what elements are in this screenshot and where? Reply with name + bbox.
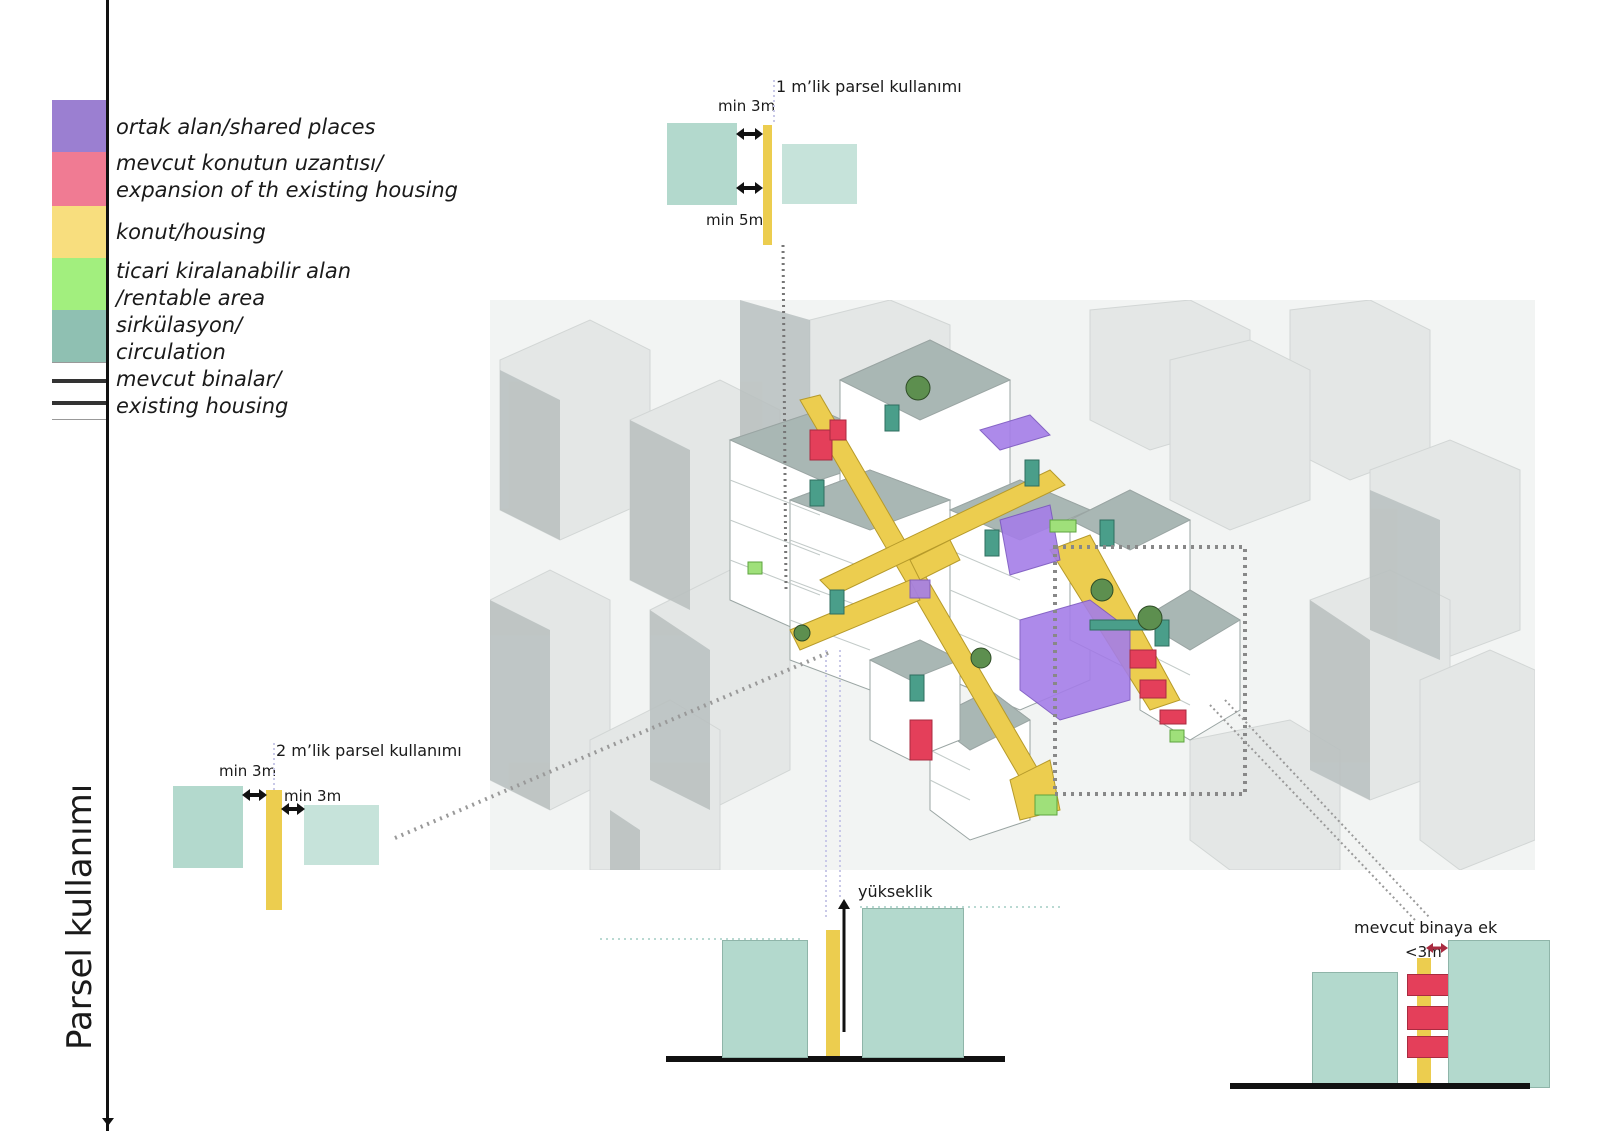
expansion-elements <box>809 419 1187 761</box>
two-meter-title: 2 m’lik parsel kullanımı <box>276 741 462 760</box>
legend-label-housing: konut/housing <box>116 220 266 244</box>
legend-label-shared: ortak alan/shared places <box>116 115 376 139</box>
legend-swatch-expansion <box>52 152 106 206</box>
tree-icons <box>793 375 1163 669</box>
height-title: yükseklik <box>858 882 933 901</box>
circulation-block <box>304 805 379 865</box>
legend-label-circulation: sirkülasyon/circulation <box>116 313 243 364</box>
circulation-block <box>782 144 857 204</box>
housing-strip <box>826 930 840 1056</box>
circulation-cores <box>809 404 1170 702</box>
vertical-axis-line <box>106 0 109 1131</box>
legend-swatch-housing <box>52 206 106 258</box>
addition-title: mevcut binaya ek <box>1354 918 1498 937</box>
legend-label-expansion: mevcut konutun uzantısı/expansion of th … <box>116 151 458 202</box>
dimension-arrows <box>242 743 305 815</box>
circulation-block <box>173 786 243 868</box>
legend-swatch-rentable <box>52 258 106 310</box>
legend-label-rentable: ticari kiralanabilir alan/rentable area <box>116 259 352 310</box>
legend: ortak alan/shared places mevcut konutun … <box>52 100 612 430</box>
diagram-addition: mevcut binaya ek <3m <box>1230 910 1580 1110</box>
housing-strip <box>763 125 772 245</box>
housing-strip <box>266 790 282 910</box>
diagram-one-meter: 1 m’lik parsel kullanımı min 3m min 5m <box>660 70 980 260</box>
diagram-two-meter: 2 m’lik parsel kullanımı min 3m min 3m <box>170 735 470 915</box>
legend-swatch-circulation <box>52 310 106 362</box>
two-meter-label-left: min 3m <box>219 762 277 780</box>
circulation-block <box>1312 972 1398 1088</box>
diagram-height: yükseklik <box>600 875 1060 1075</box>
one-meter-label-bottom: min 5m <box>706 211 764 229</box>
legend-label-existing: mevcut binalar/existing housing <box>116 367 289 418</box>
two-meter-label-right: min 3m <box>284 787 342 805</box>
dimension-arrows <box>736 80 775 194</box>
axis-arrow-icon <box>102 1118 114 1126</box>
one-meter-title: 1 m’lik parsel kullanımı <box>776 77 962 96</box>
addition-guides <box>1230 943 1530 1089</box>
circulation-block <box>862 908 964 1058</box>
circulation-block <box>667 123 737 205</box>
height-guides <box>600 899 1060 1062</box>
one-meter-label-top: min 3m <box>718 97 776 115</box>
circulation-block <box>722 940 808 1058</box>
legend-swatch-existing <box>52 362 106 420</box>
building-shadows <box>490 300 1440 870</box>
reference-frame <box>1053 545 1247 796</box>
rentable-elements <box>747 519 1185 816</box>
legend-swatch-shared <box>52 100 106 152</box>
axonometric-illustration <box>490 300 1535 870</box>
